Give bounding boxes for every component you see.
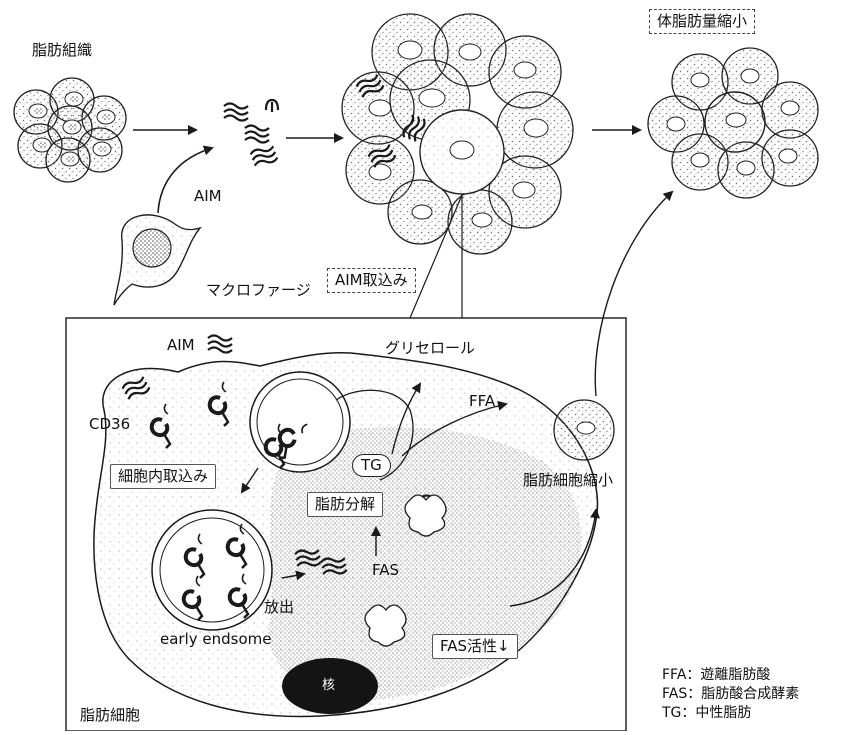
aim-inner-label: AIM: [167, 338, 195, 353]
aim-label: AIM: [194, 189, 222, 204]
reduced-adipose-cluster: [648, 48, 818, 198]
lipolysis-label: 脂肪分解: [307, 492, 383, 517]
internalization-label: 細胞内取込み: [110, 464, 216, 489]
legend-fas: FAS：脂肪酸合成酵素: [662, 685, 799, 704]
cd36-label: CD36: [89, 417, 130, 432]
aim-molecules-top: [224, 100, 278, 168]
glycerol-label: グリセロール: [385, 341, 475, 356]
release-label: 放出: [264, 600, 294, 615]
shrunk-adipocyte: [554, 400, 614, 460]
top-vesicle: [250, 372, 350, 472]
legend-ffa: FFA：遊離脂肪酸: [662, 666, 799, 685]
enlarged-adipose-cluster: [342, 14, 573, 254]
early-endosome-vesicle: [152, 510, 272, 630]
macrophage-cell: [114, 215, 200, 305]
body-fat-reduction-label: 体脂肪量縮小: [649, 9, 755, 34]
fas-activity-label: FAS活性↓: [432, 634, 518, 659]
adipocyte-label: 脂肪細胞: [80, 708, 140, 723]
macrophage-label: マクロファージ: [206, 283, 311, 298]
legend-tg: TG：中性脂肪: [662, 704, 799, 723]
tg-label: TG: [352, 454, 391, 477]
aim-uptake-label: AIM取込み: [327, 268, 416, 293]
fas-label: FAS: [372, 563, 399, 578]
early-endosome-label: early endsome: [160, 632, 272, 647]
abbreviation-legend: FFA：遊離脂肪酸 FAS：脂肪酸合成酵素 TG：中性脂肪: [662, 666, 799, 723]
adipocyte-shrink-label: 脂肪細胞縮小: [523, 473, 613, 488]
adipose-tissue-cluster: [14, 78, 126, 182]
nucleus-label: 核: [322, 679, 335, 692]
ffa-label: FFA: [469, 394, 495, 409]
adipose-tissue-label: 脂肪組織: [32, 43, 92, 58]
